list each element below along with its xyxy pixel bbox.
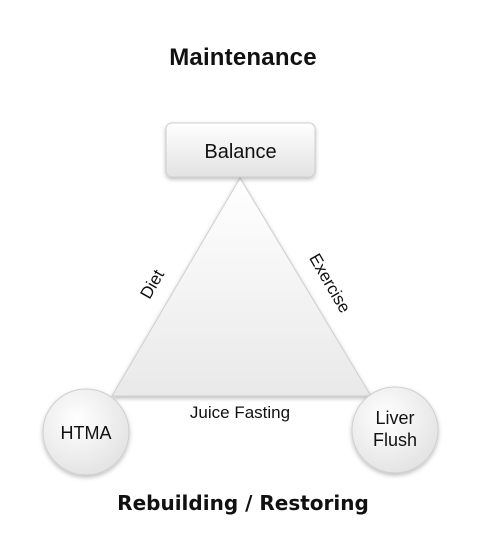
triangle-shape xyxy=(111,177,372,397)
node-liver-flush-label-line1: Liver xyxy=(375,408,414,428)
node-htma-label: HTMA xyxy=(61,423,112,443)
node-liver-flush: Liver Flush xyxy=(351,386,439,474)
node-balance: Balance xyxy=(165,122,316,178)
edge-label-diet: Diet xyxy=(136,266,168,302)
node-balance-label: Balance xyxy=(204,141,276,163)
diagram-footer: Rebuilding / Restoring xyxy=(117,491,369,515)
node-liver-flush-label-line2: Flush xyxy=(373,430,417,450)
diagram-title: Maintenance xyxy=(169,44,317,71)
edge-label-juice-fasting: Juice Fasting xyxy=(190,403,290,422)
node-htma: HTMA xyxy=(42,388,130,476)
